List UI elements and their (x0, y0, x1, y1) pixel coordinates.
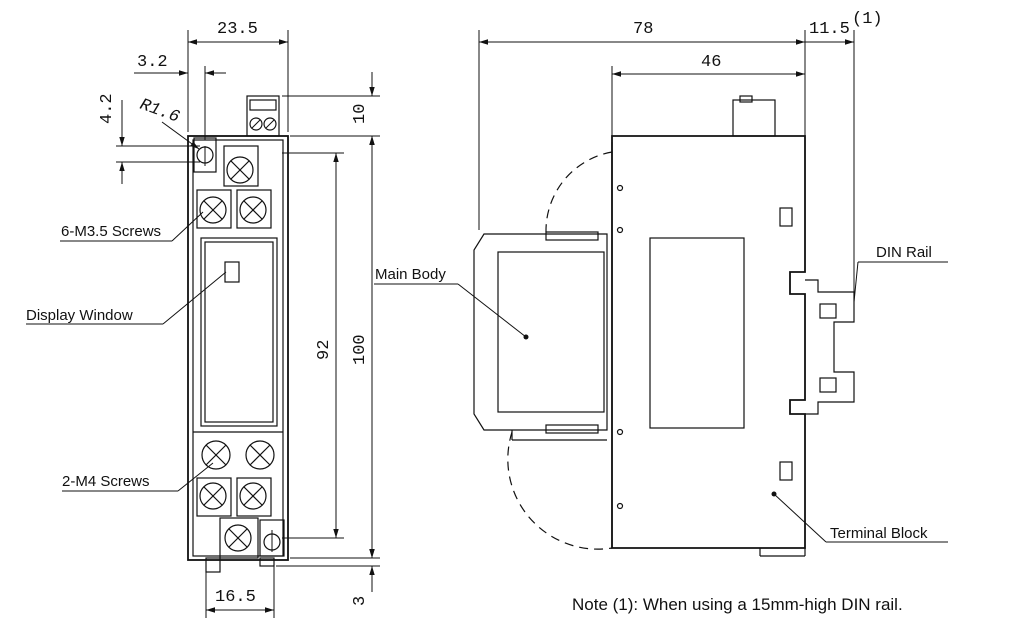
front-leaders (26, 211, 227, 492)
label-main-body: Main Body (375, 266, 446, 283)
front-dimensions (116, 30, 380, 618)
label-screws-top: 6-M3.5 Screws (61, 223, 161, 240)
dim-terminal-top: 10 (351, 104, 370, 124)
dim-rail-note-ref: (1) (852, 10, 883, 29)
front-view (187, 95, 289, 573)
dim-hole-drop: 4.2 (98, 93, 117, 124)
dim-body-total: 100 (351, 334, 370, 365)
dim-radius: R1.6 (137, 96, 182, 128)
side-leaders (374, 261, 948, 543)
label-din-rail: DIN Rail (876, 244, 932, 261)
text-layer: 23.5 3.2 4.2 R1.6 10 92 100 3 16.5 78 46… (26, 10, 932, 614)
label-screws-bottom: 2-M4 Screws (62, 473, 150, 490)
side-dimensions (478, 30, 855, 292)
label-display-window: Display Window (26, 307, 133, 324)
dim-bottom-width: 16.5 (215, 588, 256, 607)
dim-depth-body: 46 (701, 53, 721, 72)
dim-bottom-gap: 3 (351, 596, 370, 606)
note-text: Note (1): When using a 15mm-high DIN rai… (572, 595, 903, 614)
side-view (473, 95, 855, 557)
label-terminal-block: Terminal Block (830, 525, 928, 542)
dim-hole-offset: 3.2 (137, 53, 168, 72)
dim-width-total: 23.5 (217, 20, 258, 39)
dim-depth-total: 78 (633, 20, 653, 39)
dim-rail-extra: 11.5 (809, 20, 850, 39)
dim-body-inner: 92 (315, 340, 334, 360)
